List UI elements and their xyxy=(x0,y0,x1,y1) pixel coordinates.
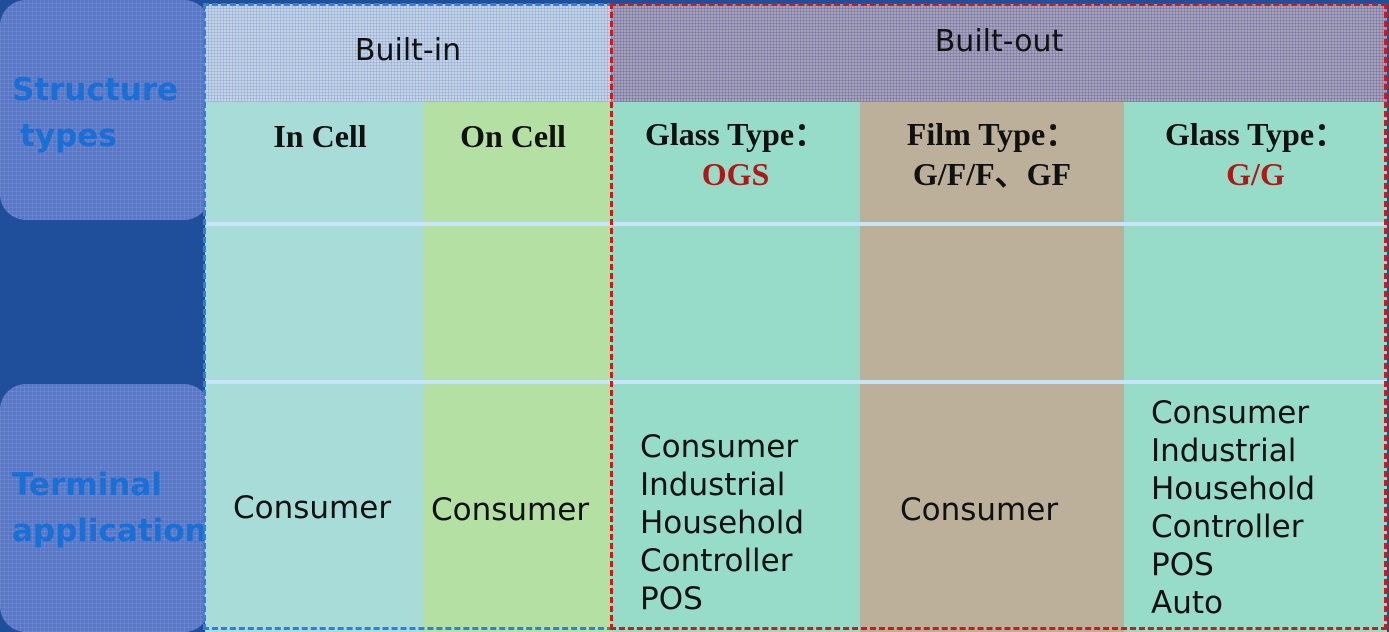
col-head-film-type: Film Type： G/F/F、GF xyxy=(860,114,1124,194)
apps-on-cell: Consumer xyxy=(431,491,589,529)
terminal-application-line1: Terminal xyxy=(12,467,162,503)
terminal-application-label-box: Terminal application xyxy=(0,384,210,632)
col-title-in-cell: In Cell xyxy=(273,118,367,154)
structure-types-line1: Structure xyxy=(12,72,179,108)
col-head-glass-ogs: Glass Type： OGS xyxy=(611,114,860,194)
col-subtitle-ogs: OGS xyxy=(701,156,770,192)
apps-glass-gg: Consumer Industrial Household Controller… xyxy=(1151,394,1315,622)
col-title-glass-ogs: Glass Type： xyxy=(644,116,827,152)
app-item: Consumer xyxy=(1151,395,1310,431)
app-item: Consumer xyxy=(640,429,799,465)
app-item: Industrial xyxy=(640,467,786,503)
col-subtitle-gg: G/G xyxy=(1226,156,1285,192)
built-out-header: Built-out xyxy=(611,4,1387,102)
built-in-group-border xyxy=(203,3,613,630)
terminal-application-label: Terminal application xyxy=(12,462,208,554)
app-item: Controller xyxy=(640,543,793,579)
app-item: Household xyxy=(640,505,805,541)
terminal-application-line2: application xyxy=(12,513,207,549)
app-item: Consumer xyxy=(900,492,1059,528)
app-item: Industrial xyxy=(1151,433,1297,469)
built-out-group-border xyxy=(610,3,1387,630)
col-head-glass-gg: Glass Type： G/G xyxy=(1124,114,1387,194)
app-item: Household xyxy=(1151,471,1316,507)
app-item: Auto xyxy=(1151,585,1223,621)
col-title-film-type: Film Type： xyxy=(906,116,1078,152)
col-head-in-cell: In Cell xyxy=(215,116,425,156)
apps-glass-ogs: Consumer Industrial Household Controller… xyxy=(640,428,804,618)
column-film-type xyxy=(860,102,1124,632)
row-separator-bottom xyxy=(205,380,1387,384)
structure-types-label-box: Structure types xyxy=(0,0,210,220)
built-out-label: Built-out xyxy=(934,24,1064,59)
apps-film-type: Consumer xyxy=(900,491,1058,529)
col-subtitle-film-type: G/F/F、GF xyxy=(912,156,1072,192)
app-item: Consumer xyxy=(233,490,392,526)
structure-types-label: Structure types xyxy=(12,67,202,159)
app-item: POS xyxy=(640,581,703,617)
built-in-header: Built-in xyxy=(205,4,611,102)
col-title-on-cell: On Cell xyxy=(460,118,566,154)
col-title-glass-gg: Glass Type： xyxy=(1164,116,1347,152)
apps-in-cell: Consumer xyxy=(233,489,391,527)
column-glass-ogs xyxy=(611,102,860,632)
app-item: Consumer xyxy=(431,492,590,528)
structure-types-line2: types xyxy=(20,118,117,154)
column-on-cell xyxy=(423,102,611,632)
column-glass-gg xyxy=(1124,102,1387,632)
col-head-on-cell: On Cell xyxy=(418,116,608,156)
column-in-cell xyxy=(205,102,423,632)
built-in-label: Built-in xyxy=(354,32,462,68)
row-separator-top xyxy=(205,222,1387,226)
app-item: POS xyxy=(1151,547,1214,583)
app-item: Controller xyxy=(1151,509,1304,545)
